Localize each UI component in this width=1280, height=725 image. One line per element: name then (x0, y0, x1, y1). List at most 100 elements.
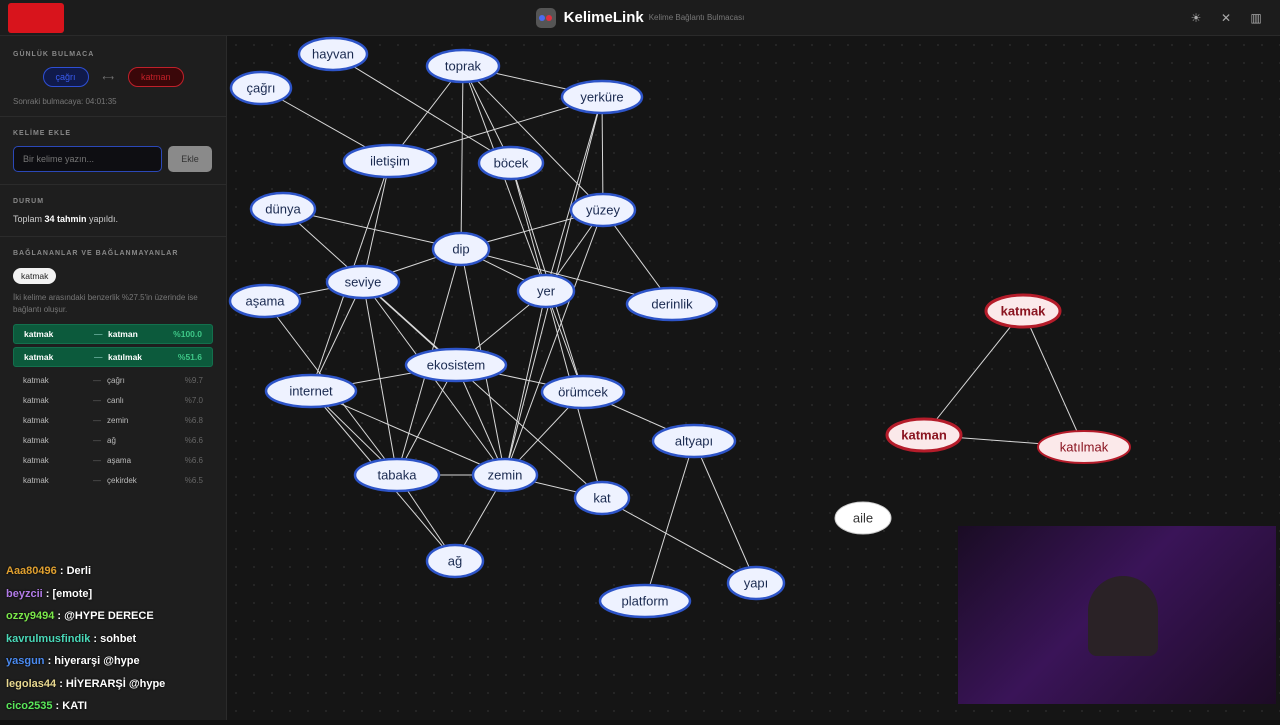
edge (504, 209, 604, 476)
node-yer[interactable]: yer (516, 273, 576, 309)
node-tabaka[interactable]: tabaka (353, 457, 441, 493)
node-katılmak[interactable]: katılmak (1037, 430, 1131, 464)
node-label: internet (289, 384, 333, 399)
edge (1022, 310, 1085, 448)
chat-message: Aaa80496 : Derli (6, 565, 92, 577)
node-label: böcek (494, 156, 529, 171)
next-puzzle-timer: Sonraki bulmacaya: 04:01:35 (13, 97, 117, 106)
node-hayvan[interactable]: hayvan (297, 36, 369, 72)
node-platform[interactable]: platform (598, 583, 692, 619)
node-label: tabaka (377, 468, 417, 483)
node-label: altyapı (675, 434, 713, 449)
edge (362, 160, 391, 283)
word-input[interactable] (13, 146, 162, 172)
node-label: seviye (345, 275, 382, 290)
node-yerküre[interactable]: yerküre (560, 79, 644, 115)
chat-message: yasgun : hiyerarşi @hype (6, 655, 140, 667)
node-label: dip (452, 242, 469, 257)
node-kat[interactable]: kat (573, 480, 631, 516)
connected-row[interactable]: katmak—katman%100.0 (13, 324, 213, 344)
unconnected-row[interactable]: katmak—ağ%6.6 (23, 435, 203, 445)
edge (923, 310, 1024, 436)
node-yüzey[interactable]: yüzey (569, 192, 637, 228)
start-word: çağrı (42, 67, 89, 87)
chat-message: legolas44 : HİYERARŞİ @hype (6, 677, 166, 690)
unconnected-row[interactable]: katmak—aşama%6.6 (23, 455, 203, 465)
node-label: kat (593, 491, 611, 506)
edge (693, 440, 757, 584)
chat-message: ozzy9494 : @HYPE DERECE (6, 610, 154, 622)
node-label: platform (622, 594, 669, 609)
node-label: toprak (445, 59, 482, 74)
chart-icon[interactable]: ▥ (1250, 11, 1262, 25)
node-label: zemin (488, 468, 523, 483)
status-text: Toplam 34 tahmin yapıldı. (13, 214, 119, 224)
node-label: ağ (448, 554, 462, 569)
app-subtitle: Kelime Bağlantı Bulmacası (648, 13, 745, 22)
node-altyapı[interactable]: altyapı (651, 423, 737, 459)
edge (644, 440, 695, 602)
node-label: yüzey (586, 203, 620, 218)
node-label: örümcek (558, 385, 608, 400)
shuffle-icon[interactable]: ✕ (1220, 11, 1232, 25)
node-örümcek[interactable]: örümcek (540, 374, 626, 410)
node-label: hayvan (312, 47, 354, 62)
node-katman[interactable]: katman (885, 417, 963, 453)
edge (601, 497, 757, 584)
node-ağ[interactable]: ağ (425, 543, 485, 579)
add-word-label: KELİME EKLE (13, 130, 72, 137)
target-word: katman (127, 67, 184, 87)
streamer-figure (1088, 576, 1158, 656)
node-toprak[interactable]: toprak (425, 48, 501, 84)
node-böcek[interactable]: böcek (477, 145, 545, 181)
node-label: katman (901, 428, 947, 443)
threshold-note: İki kelime arasındaki benzerlik %27.5'in… (13, 293, 198, 314)
arrow-icon: ⟷ (102, 72, 114, 82)
sun-icon[interactable]: ☀ (1190, 11, 1202, 25)
node-derinlik[interactable]: derinlik (625, 286, 719, 322)
chat-message: cico2535 : KATI (6, 700, 88, 712)
node-zemin[interactable]: zemin (471, 457, 539, 493)
unconnected-row[interactable]: katmak—canlı%7.0 (23, 395, 203, 405)
node-katmak[interactable]: katmak (984, 293, 1062, 329)
node-label: dünya (265, 202, 301, 217)
node-internet[interactable]: internet (264, 373, 358, 409)
node-label: katılmak (1060, 440, 1109, 455)
add-button[interactable]: Ekle (168, 146, 212, 172)
edge (310, 390, 506, 476)
selected-word-chip[interactable]: katmak (13, 268, 57, 284)
word-graph[interactable]: hayvan çağrı toprak yerküre iletişim böcek dün… (227, 36, 1280, 720)
edge (460, 65, 464, 250)
node-seviye[interactable]: seviye (325, 264, 401, 300)
unconnected-row[interactable]: katmak—zemin%6.8 (23, 415, 203, 425)
node-label: aile (853, 511, 873, 526)
webcam-overlay (958, 526, 1276, 704)
unconnected-row[interactable]: katmak—çekirdek%6.5 (23, 475, 203, 485)
sidebar: GÜNLÜK BULMACA çağrı ⟷ katman Sonraki bu… (0, 36, 227, 720)
node-ekosistem[interactable]: ekosistem (404, 347, 508, 383)
node-aşama[interactable]: aşama (228, 283, 302, 319)
node-label: yerküre (580, 90, 623, 105)
edge (396, 364, 457, 476)
node-label: aşama (245, 294, 285, 309)
node-label: katmak (1001, 304, 1047, 319)
unconnected-row[interactable]: katmak—çağrı%9.7 (23, 375, 203, 385)
node-label: iletişim (370, 154, 410, 169)
edge (504, 290, 547, 476)
app-header: KelimeLink Kelime Bağlantı Bulmacası ☀ ✕… (0, 0, 1280, 36)
node-dünya[interactable]: dünya (249, 191, 317, 227)
node-çağrı[interactable]: çağrı (229, 70, 293, 106)
edge (545, 96, 603, 292)
chat-message: kavrulmusfindik : sohbet (6, 632, 137, 645)
edge (601, 96, 604, 211)
node-label: ekosistem (427, 358, 486, 373)
status-section: DURUM Toplam 34 tahmin yapıldı. (0, 185, 226, 237)
node-aile[interactable]: aile (834, 501, 892, 535)
flag-overlay (8, 3, 64, 33)
chat-message: beyzcii : [emote] (6, 587, 93, 600)
node-dip[interactable]: dip (431, 231, 491, 267)
edge (362, 281, 603, 499)
node-yapı[interactable]: yapı (726, 565, 786, 601)
node-iletişim[interactable]: iletişim (342, 143, 438, 179)
connected-row[interactable]: katmak—katılmak%51.6 (13, 347, 213, 367)
